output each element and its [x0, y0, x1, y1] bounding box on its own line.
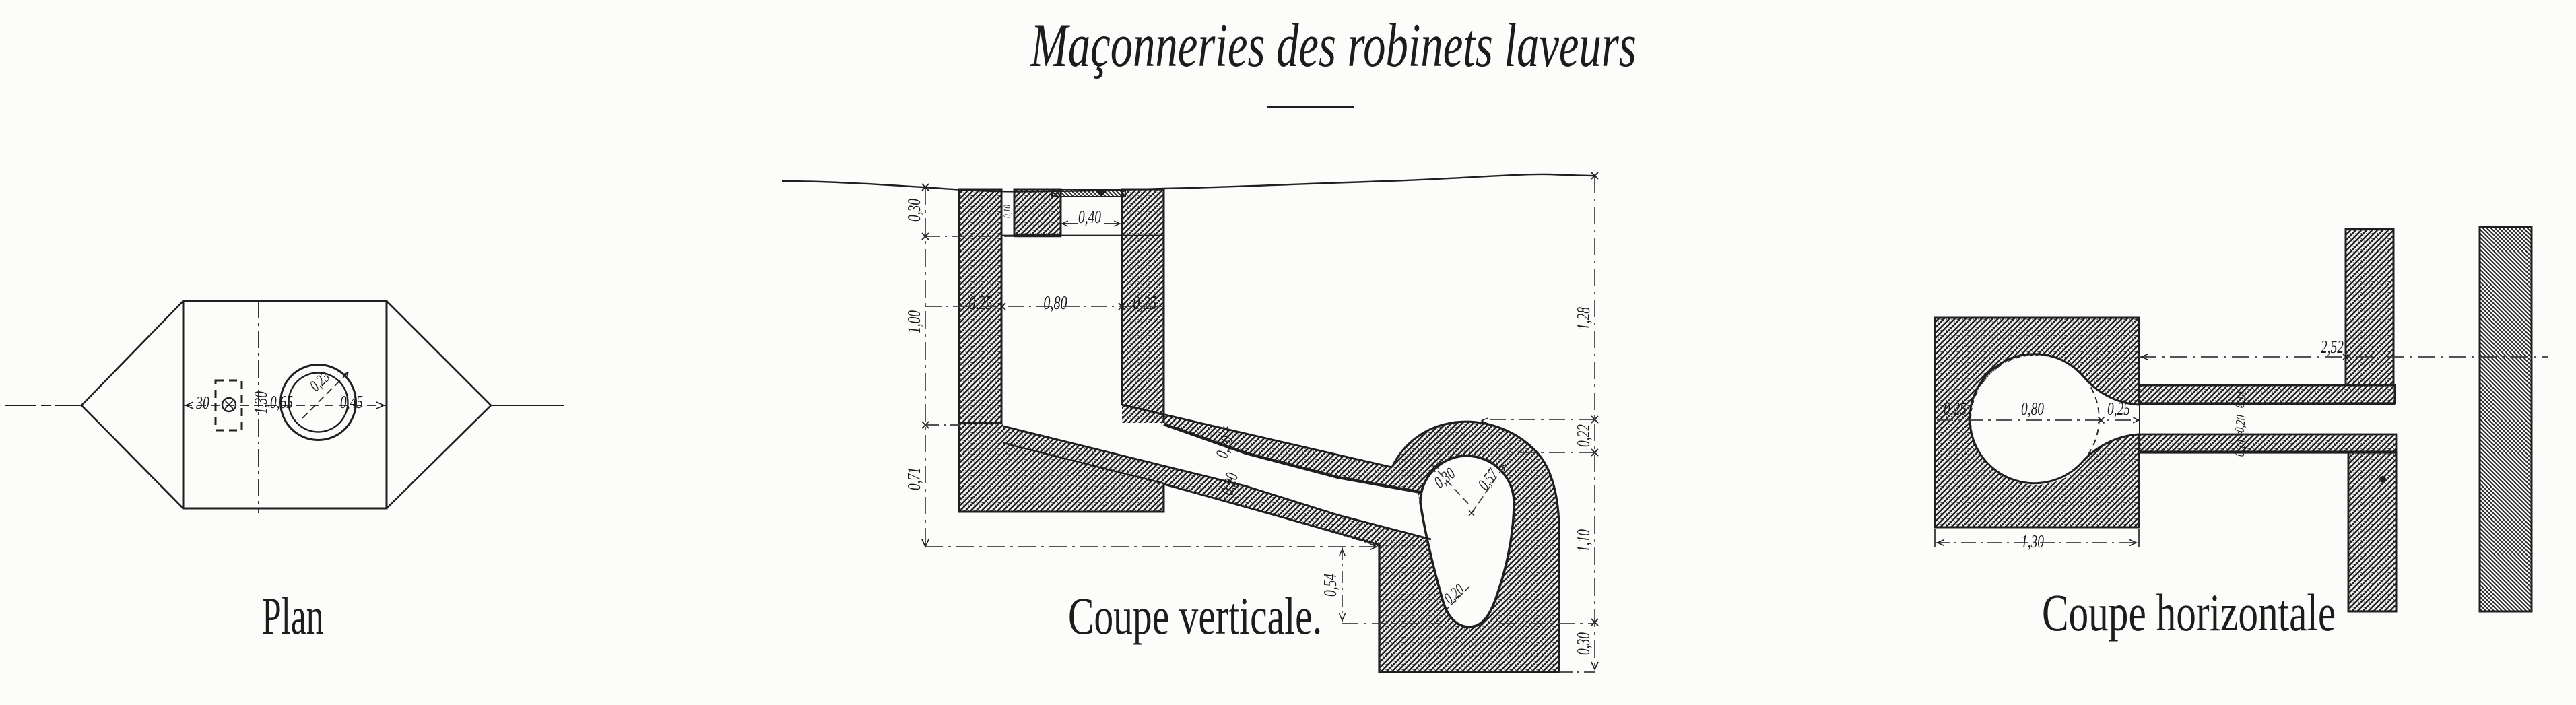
svg-text:0,45: 0,45 [340, 393, 363, 413]
svg-text:0,54: 0,54 [1321, 574, 1341, 597]
svg-text:0,30: 0,30 [904, 199, 925, 222]
svg-text:0,25: 0,25 [968, 293, 992, 314]
svg-text:0,80: 0,80 [1043, 293, 1067, 314]
svg-text:0,71: 0,71 [904, 467, 925, 490]
svg-text:0,30: 0,30 [1574, 632, 1594, 655]
svg-text:Coupe horizontale: Coupe horizontale [2042, 583, 2336, 642]
svg-text:1,10: 1,10 [1574, 529, 1594, 552]
svg-text:0,65: 0,65 [270, 393, 293, 413]
svg-text:0,10: 0,10 [1001, 205, 1012, 218]
svg-text:0,80: 0,80 [2021, 399, 2044, 419]
svg-text:0,25: 0,25 [1133, 293, 1156, 314]
svg-text:0,40: 0,40 [1078, 207, 1101, 228]
svg-text:0,14: 0,14 [2231, 390, 2248, 409]
svg-text:0,14: 0,14 [2231, 438, 2248, 457]
svg-text:0,25: 0,25 [2107, 399, 2130, 419]
svg-text:0,20: 0,20 [2231, 414, 2248, 433]
svg-text:2,52: 2,52 [2321, 337, 2344, 358]
svg-text:Plan: Plan [262, 588, 324, 646]
svg-text:0,25: 0,25 [1944, 399, 1967, 419]
svg-text:1,00: 1,00 [904, 310, 925, 333]
svg-text:0,22: 0,22 [1574, 424, 1594, 447]
svg-text:1,30: 1,30 [2021, 532, 2044, 552]
svg-text:30: 30 [195, 393, 209, 413]
svg-text:1,30: 1,30 [251, 391, 271, 414]
svg-text:1,28: 1,28 [1574, 307, 1594, 330]
svg-text:Maçonneries des robinets laveu: Maçonneries des robinets laveurs [1030, 11, 1636, 80]
svg-text:Coupe verticale.: Coupe verticale. [1068, 587, 1322, 645]
